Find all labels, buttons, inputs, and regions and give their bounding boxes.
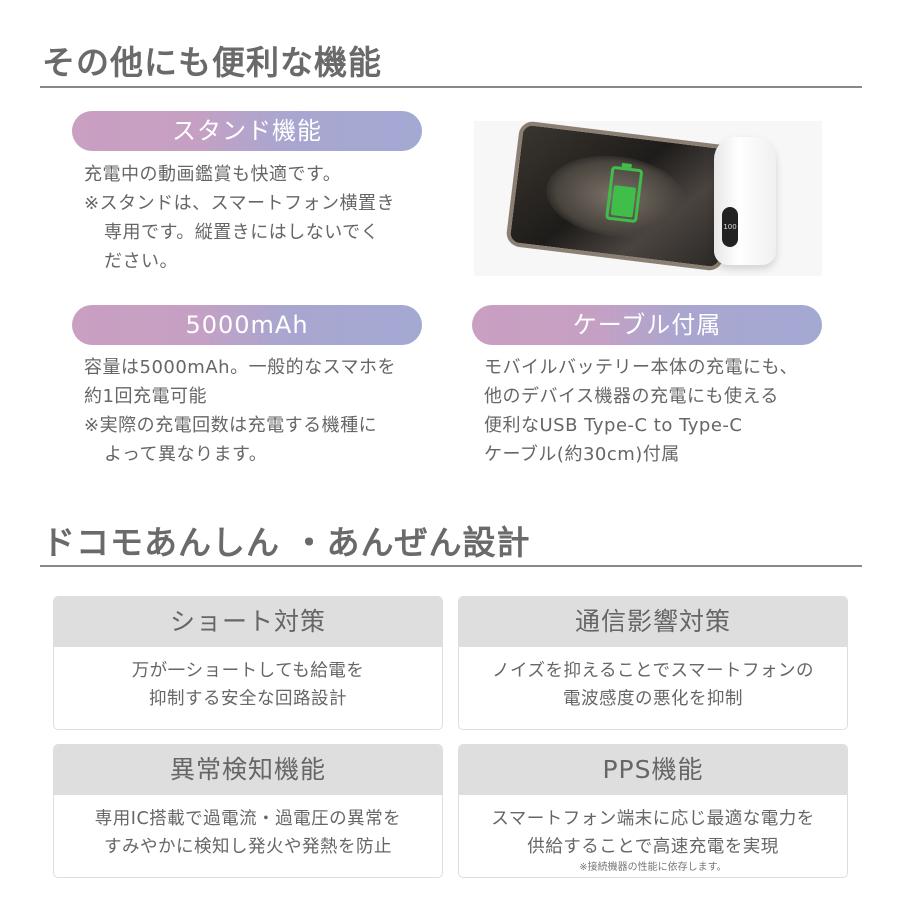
desc-line: 充電中の動画鑑賞も快適です。: [84, 164, 342, 185]
safety-card-short-circuit: ショート対策 万が一ショートしても給電を 抑制する安全な回路設計: [53, 596, 443, 730]
desc-line: 他のデバイス機器の充電にも使える: [484, 386, 779, 407]
card-body: スマートフォン端末に応じ最適な電力を 供給することで高速充電を実現: [491, 809, 815, 857]
desc-line: 専用です。縦置きにはしないでく: [104, 222, 380, 243]
card-body: 万が一ショートしても給電を 抑制する安全な回路設計: [131, 661, 365, 709]
desc-line: よって異なります。: [104, 444, 268, 465]
card-title: ショート対策: [54, 597, 442, 647]
card-title: PPS機能: [459, 745, 847, 795]
battery-display: 100: [722, 207, 738, 247]
feature-desc-cable: モバイルバッテリー本体の充電にも、 他のデバイス機器の充電にも使える 便利なUS…: [484, 353, 798, 469]
safety-card-anomaly-detection: 異常検知機能 専用IC搭載で過電流・過電圧の異常を すみやかに検知し発火や発熱を…: [53, 744, 443, 878]
smartphone-illustration: [505, 121, 737, 272]
card-title: 通信影響対策: [459, 597, 847, 647]
desc-line: ※実際の充電回数は充電する機種に: [84, 415, 378, 436]
safety-card-pps: PPS機能 スマートフォン端末に応じ最適な電力を 供給することで高速充電を実現 …: [458, 744, 848, 878]
feature-desc-capacity: 容量は5000mAh。一般的なスマホを 約1回充電可能 ※実際の充電回数は充電す…: [84, 353, 396, 469]
card-body: ノイズを抑えることでスマートフォンの 電波感度の悪化を抑制: [492, 661, 814, 709]
card-footnote: ※接続機器の性能に依存します。: [579, 862, 727, 873]
section-title-features: その他にも便利な機能: [42, 43, 382, 82]
section-divider: [40, 565, 862, 567]
desc-line: 約1回充電可能: [84, 386, 207, 407]
desc-line: 便利なUSB Type-C to Type-C: [484, 415, 743, 436]
feature-label-stand: スタンド機能: [72, 111, 422, 151]
desc-line: 容量は5000mAh。一般的なスマホを: [84, 357, 397, 378]
desc-line: ※スタンドは、スマートフォン横置き: [84, 193, 396, 214]
feature-label-cable: ケーブル付属: [472, 305, 822, 345]
battery-charging-icon: [605, 162, 644, 224]
desc-line: ケーブル(約30cm)付属: [484, 444, 680, 465]
card-body: 専用IC搭載で過電流・過電圧の異常を すみやかに検知し発火や発熱を防止: [94, 809, 402, 857]
section-title-safety: ドコモあんしん ・あんぜん設計: [42, 523, 531, 562]
safety-card-signal-interference: 通信影響対策 ノイズを抑えることでスマートフォンの 電波感度の悪化を抑制: [458, 596, 848, 730]
card-title: 異常検知機能: [54, 745, 442, 795]
product-image: 100: [474, 121, 822, 276]
section-divider: [40, 86, 862, 88]
desc-line: モバイルバッテリー本体の充電にも、: [484, 357, 798, 378]
feature-label-capacity: 5000mAh: [72, 305, 422, 345]
feature-desc-stand: 充電中の動画鑑賞も快適です。 ※スタンドは、スマートフォン横置き 専用です。縦置…: [84, 160, 395, 276]
desc-line: ださい。: [104, 251, 178, 272]
power-bank-illustration: 100: [714, 137, 776, 265]
